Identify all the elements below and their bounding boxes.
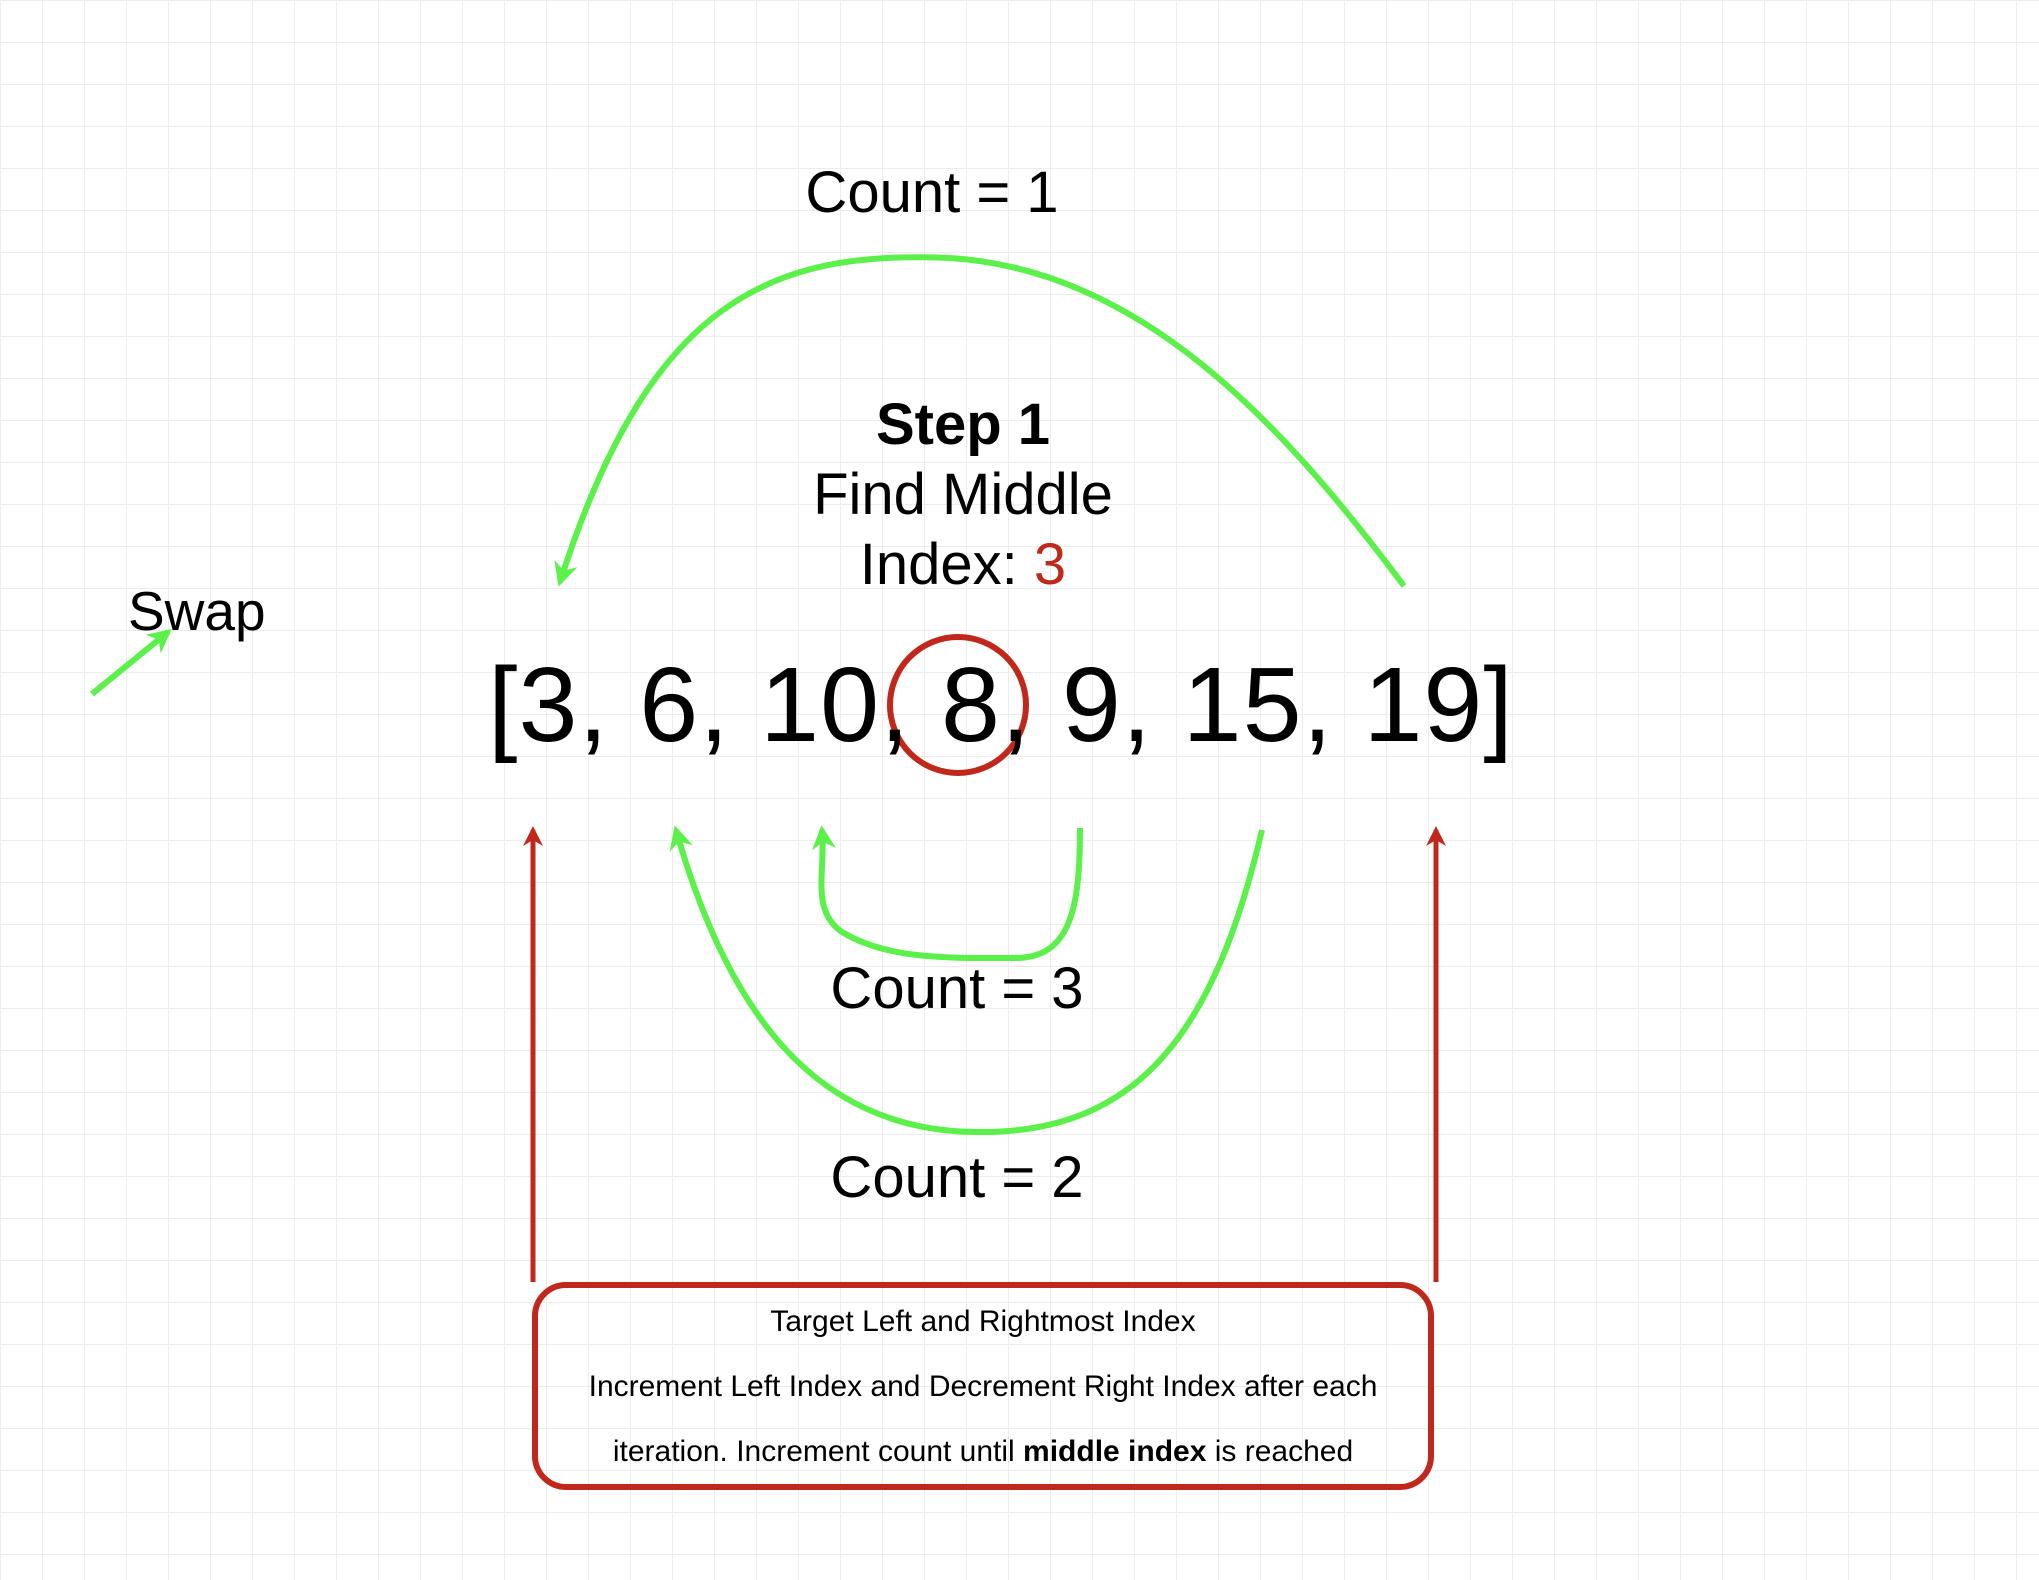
note-line-2: Increment Left Index and Decrement Right… xyxy=(588,1369,1378,1403)
note-line-1: Target Left and Rightmost Index xyxy=(770,1304,1196,1338)
note-line-3-start: iteration. Increment count until xyxy=(612,1434,1024,1468)
step-line-1: Find Middle xyxy=(813,462,1113,527)
step-line-2: Index: 3 xyxy=(813,530,1113,600)
swap-arrow-count-2 xyxy=(669,825,1265,1136)
note-line-3: iteration. Increment count until middle … xyxy=(613,1419,1353,1484)
note-line-3-end: is reached xyxy=(1206,1434,1354,1468)
note-line-3-bold: middle index xyxy=(1023,1434,1207,1468)
middle-element-highlight xyxy=(887,634,1029,776)
step-title: Step 1 xyxy=(875,392,1051,457)
swap-legend-arrow xyxy=(90,628,172,697)
swap-arrow-count-3 xyxy=(811,825,1083,962)
step-description: Step 1 Find Middle Index: 3 xyxy=(813,390,1113,600)
middle-index-label: Index: xyxy=(859,532,1034,597)
count-3-label: Count = 3 xyxy=(830,956,1084,1021)
note-box: Target Left and Rightmost Index Incremen… xyxy=(532,1282,1434,1490)
swap-legend-label: Swap xyxy=(128,580,266,642)
count-1-label: Count = 1 xyxy=(805,160,1059,225)
count-2-label: Count = 2 xyxy=(830,1145,1084,1210)
swap-arrow-count-1 xyxy=(554,254,1407,588)
middle-index-value: 3 xyxy=(1033,532,1067,597)
array-values: [3, 6, 10, 8, 9, 15, 19] xyxy=(488,646,1514,764)
